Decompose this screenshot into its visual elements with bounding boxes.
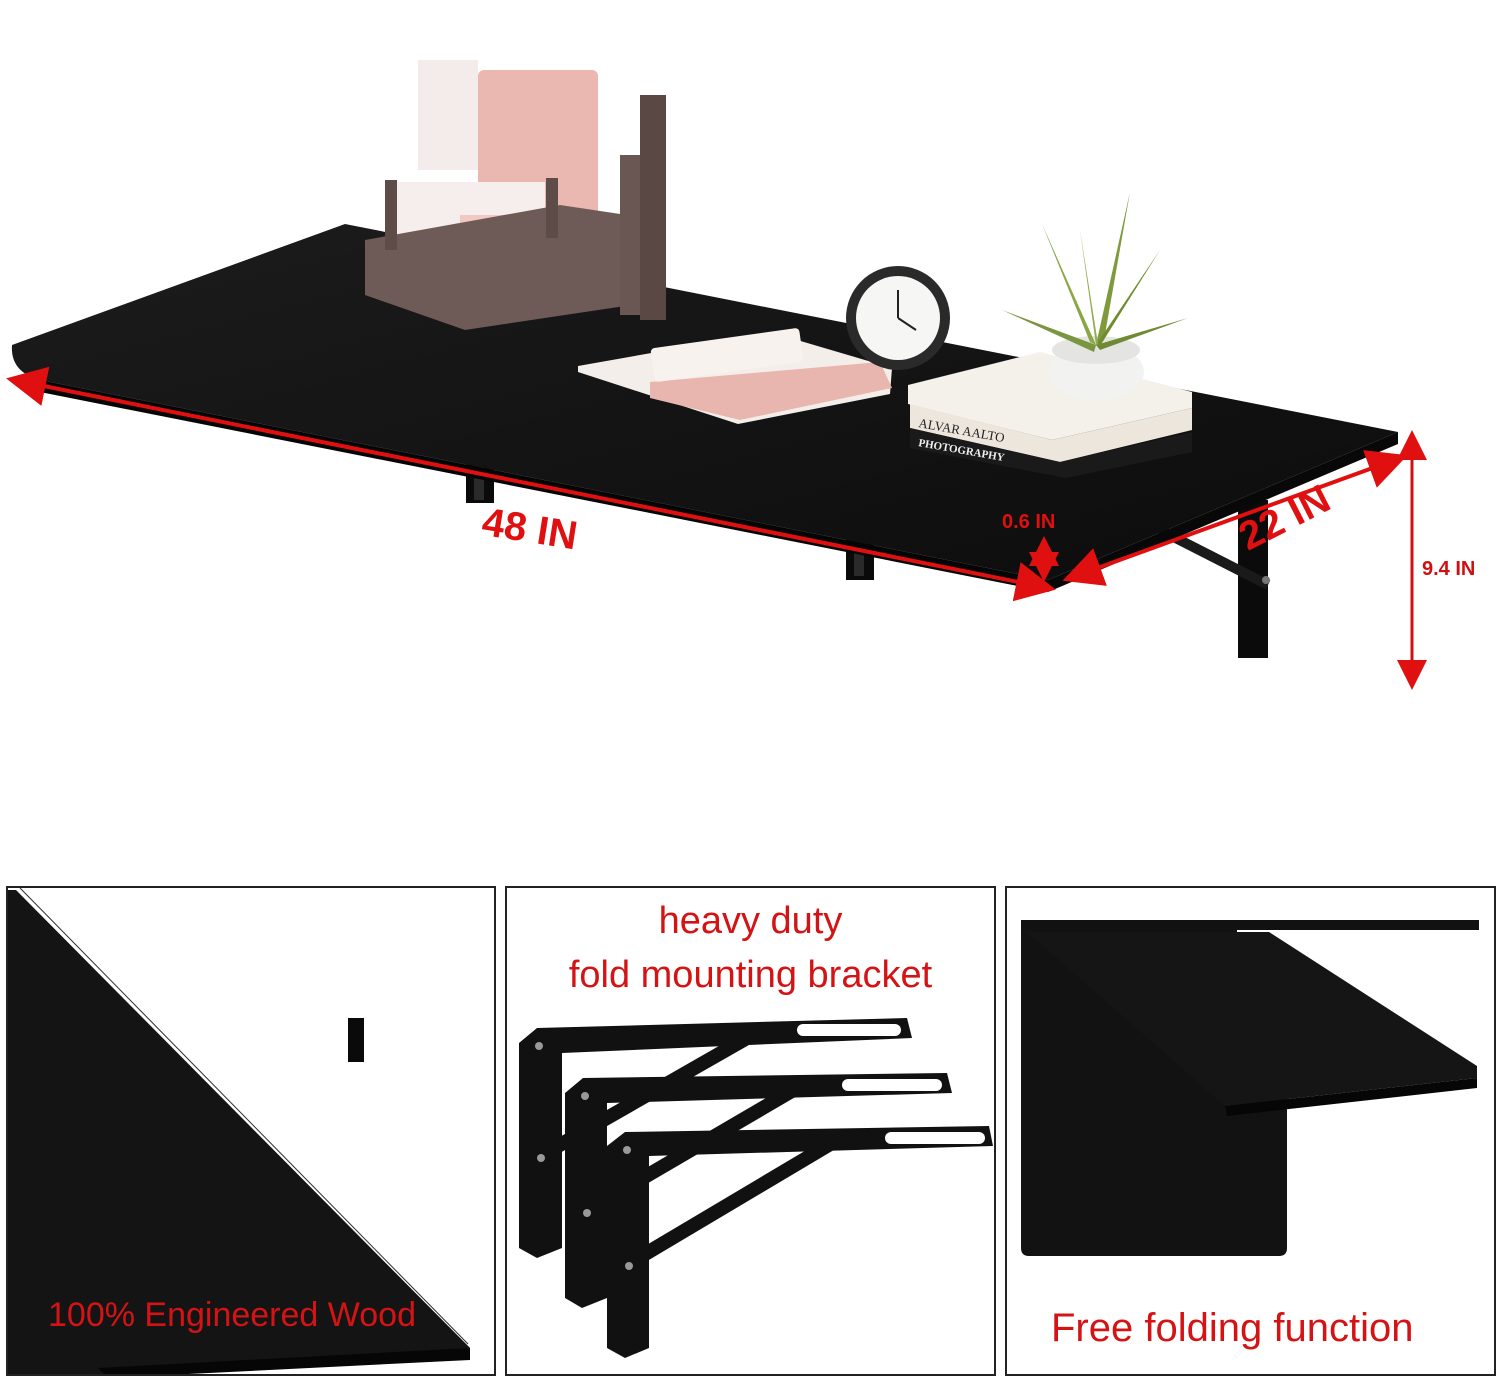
- width-dimension-line: [6, 366, 1056, 602]
- hero-product-view: ALVAR AALTO PHOTOGRAPHY 48 IN 22 IN 0.6 …: [6, 60, 1476, 690]
- depth-dimension-line: [1062, 450, 1408, 586]
- table-illustration: ALVAR AALTO PHOTOGRAPHY: [6, 60, 1427, 690]
- thickness-label: 0.6 IN: [1002, 511, 1056, 533]
- plant: [1002, 192, 1188, 400]
- caption-free-folding: Free folding function: [1051, 1306, 1414, 1350]
- folding-illustration: [1021, 920, 1479, 1256]
- caption-bracket: heavy duty fold mounting bracket: [507, 894, 994, 1002]
- feature-panel-wood: 100% Engineered Wood: [6, 886, 496, 1376]
- bracket-illustration: [519, 1018, 993, 1358]
- feature-panel-folding: Free folding function: [1005, 886, 1496, 1376]
- height-label: 9.4 IN: [1422, 558, 1476, 580]
- wood-corner-illustration: [8, 888, 470, 1374]
- caption-bracket-line-2: fold mounting bracket: [568, 954, 933, 996]
- desk-organizer: [365, 60, 666, 330]
- bracket-3: [607, 1126, 993, 1358]
- clock: [846, 266, 950, 370]
- feature-panel-bracket: heavy duty fold mounting bracket: [505, 886, 996, 1376]
- caption-engineered-wood: 100% Engineered Wood: [48, 1296, 416, 1334]
- caption-bracket-line-1: heavy duty: [658, 900, 843, 942]
